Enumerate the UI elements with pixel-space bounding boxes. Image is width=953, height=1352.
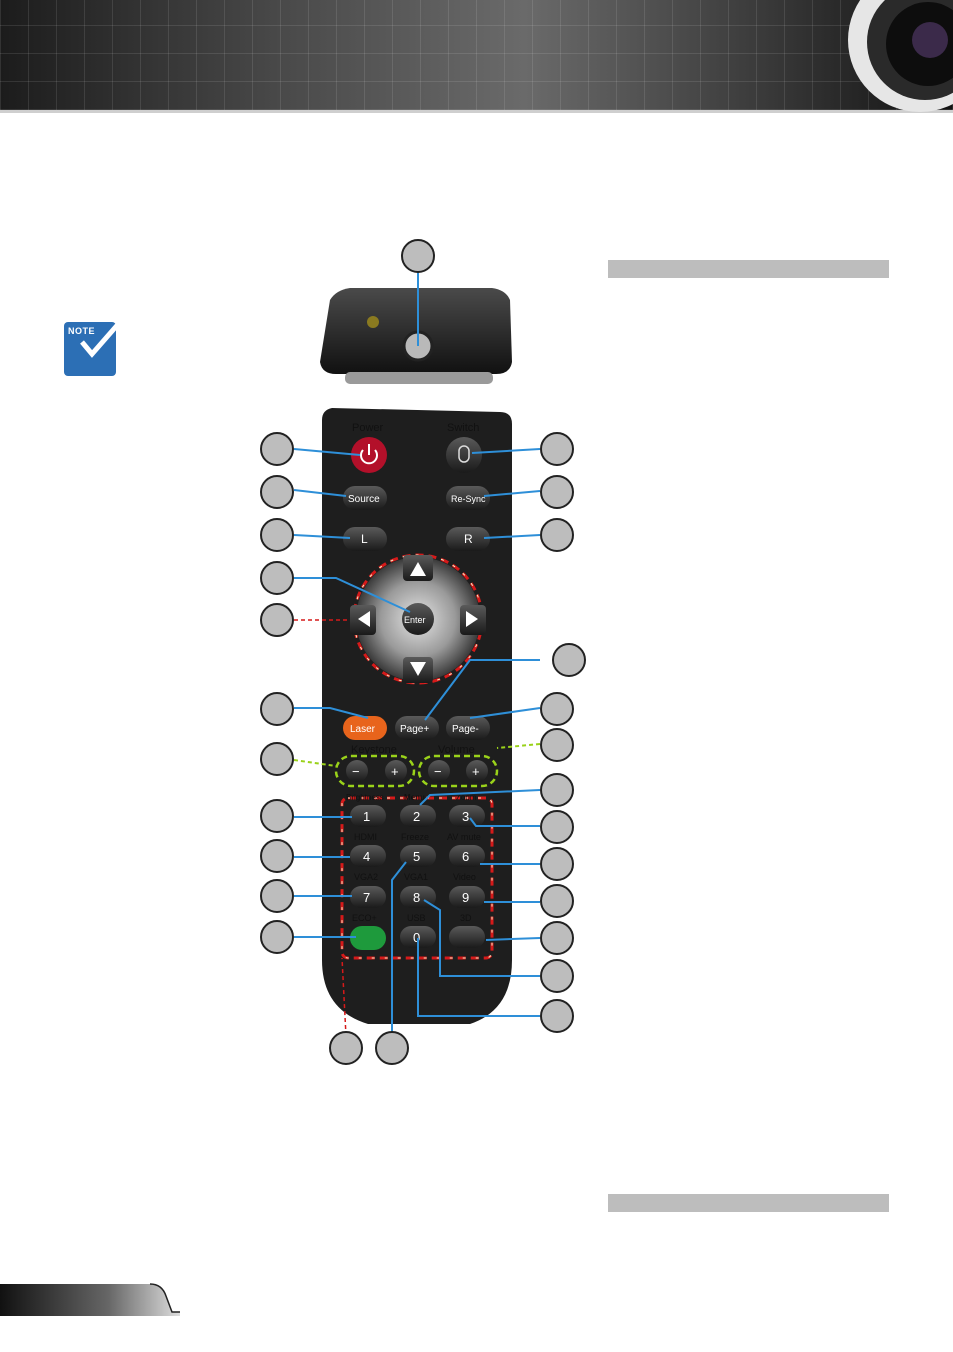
keypad-key-2[interactable]: 2 xyxy=(400,805,436,827)
right-click-button[interactable]: R xyxy=(446,527,490,551)
keypad-key-4-label: 4 xyxy=(363,849,370,864)
keystone-minus-button[interactable] xyxy=(346,760,368,782)
keypad-key-0[interactable]: 0 xyxy=(400,926,436,948)
keypad-key-2-label: 2 xyxy=(413,809,420,824)
page-up-label: Page+ xyxy=(400,724,429,735)
header-stripe xyxy=(0,110,953,113)
keypad-key-7[interactable]: 7 xyxy=(350,886,386,908)
volume-plus-label: + xyxy=(472,764,480,779)
down-arrow-button[interactable] xyxy=(403,657,433,683)
right-arrow-icon xyxy=(466,611,478,627)
3d-button[interactable] xyxy=(449,926,485,948)
keypad-key-9[interactable]: 9 xyxy=(449,886,485,908)
page-up-button[interactable]: Page+ xyxy=(395,716,439,740)
keystone-group: − + xyxy=(334,754,416,788)
keypad-key-5[interactable]: 5 xyxy=(400,845,436,867)
keypad-key-6-label: 6 xyxy=(462,849,469,864)
eco-button[interactable] xyxy=(350,926,386,950)
power-label: Power xyxy=(352,422,384,434)
keypad-key-4[interactable]: 4 xyxy=(350,845,386,867)
volume-group: − + xyxy=(417,754,499,788)
keypad-row1-label1: Brightness xyxy=(346,793,384,802)
header-banner xyxy=(0,0,953,110)
keypad-key-3[interactable]: 3 xyxy=(449,805,485,827)
keypad-row4-label3: 3D xyxy=(460,913,472,923)
page-number-tab xyxy=(0,1283,180,1316)
keypad-key-8-label: 8 xyxy=(413,890,420,905)
switch-button[interactable] xyxy=(446,437,482,473)
page-down-button[interactable]: Page- xyxy=(446,716,490,740)
left-click-label: L xyxy=(361,532,368,546)
keypad-row4-label2: USB xyxy=(407,913,426,923)
page-down-label: Page- xyxy=(452,724,479,735)
switch-label: Switch xyxy=(447,422,479,434)
lens-reflection xyxy=(912,22,948,58)
keypad-border xyxy=(340,796,494,960)
keystone-minus-label: − xyxy=(352,764,360,779)
directional-pad[interactable]: Enter xyxy=(350,553,486,685)
led-indicator xyxy=(367,316,379,328)
laser-button[interactable]: Laser xyxy=(343,716,387,740)
keypad-key-5-label: 5 xyxy=(413,849,420,864)
source-label: Source xyxy=(348,494,380,505)
keypad-row1-label2: Menu xyxy=(404,793,425,802)
resync-button[interactable]: Re-Sync xyxy=(446,486,490,510)
callout-circles xyxy=(260,239,586,1065)
keypad-key-8[interactable]: 8 xyxy=(400,886,436,908)
keypad-row2-label1: HDMI xyxy=(354,832,377,842)
keystone-callout-line xyxy=(293,759,337,767)
keypad-row2-label2: Freeze xyxy=(401,832,429,842)
volume-minus-label: − xyxy=(434,764,442,779)
right-arrow-button[interactable] xyxy=(460,605,486,635)
keypad-callout-line xyxy=(341,957,347,1037)
remote-body xyxy=(322,408,512,1024)
mouse-icon xyxy=(458,445,470,463)
keypad-key-9-label: 9 xyxy=(462,890,469,905)
keypad-border-inner xyxy=(341,797,493,959)
section-bar-top xyxy=(608,260,889,278)
keypad-row3-label1: VGA2 xyxy=(354,872,378,882)
lens-graphic xyxy=(848,0,953,112)
ir-emitter xyxy=(402,330,434,362)
keypad-key-0-label: 0 xyxy=(413,930,420,945)
keypad-key-1[interactable]: 1 xyxy=(350,805,386,827)
remote-top-view xyxy=(320,288,512,384)
volume-label: Volume xyxy=(438,744,475,756)
source-button[interactable]: Source xyxy=(343,486,387,510)
down-arrow-icon xyxy=(410,662,426,676)
resync-label: Re-Sync xyxy=(451,494,486,504)
volume-callout-line xyxy=(496,743,541,749)
left-arrow-button[interactable] xyxy=(350,605,376,635)
right-click-label: R xyxy=(464,532,473,546)
keypad-row2-label3: AV mute xyxy=(447,832,481,842)
keypad-row4-label1: ECO+ xyxy=(352,913,377,923)
volume-minus-button[interactable] xyxy=(428,760,450,782)
up-arrow-button[interactable] xyxy=(403,555,433,581)
section-bar-bottom xyxy=(608,1194,889,1212)
keypad-row3-label3: Video xyxy=(453,872,476,882)
keypad-row3-label2: VGA1 xyxy=(404,872,428,882)
left-click-button[interactable]: L xyxy=(343,527,387,551)
power-button[interactable] xyxy=(351,437,387,473)
keypad-key-7-label: 7 xyxy=(363,890,370,905)
keypad-key-3-label: 3 xyxy=(462,809,469,824)
enter-label: Enter xyxy=(404,615,426,625)
left-arrow-icon xyxy=(358,611,370,627)
callout-lines xyxy=(293,270,541,1036)
keypad-key-6[interactable]: 6 xyxy=(449,845,485,867)
keypad-key-1-label: 1 xyxy=(363,809,370,824)
volume-plus-button[interactable] xyxy=(466,760,488,782)
enter-button[interactable] xyxy=(402,603,434,635)
keystone-plus-button[interactable] xyxy=(385,760,407,782)
keystone-label: Keystone xyxy=(351,744,397,756)
keypad-row1-label3: Zoom xyxy=(456,793,477,802)
keystone-plus-label: + xyxy=(391,764,399,779)
up-arrow-icon xyxy=(410,562,426,576)
checkmark-icon xyxy=(80,320,122,358)
laser-label: Laser xyxy=(350,724,376,735)
note-label: Note xyxy=(68,326,96,336)
